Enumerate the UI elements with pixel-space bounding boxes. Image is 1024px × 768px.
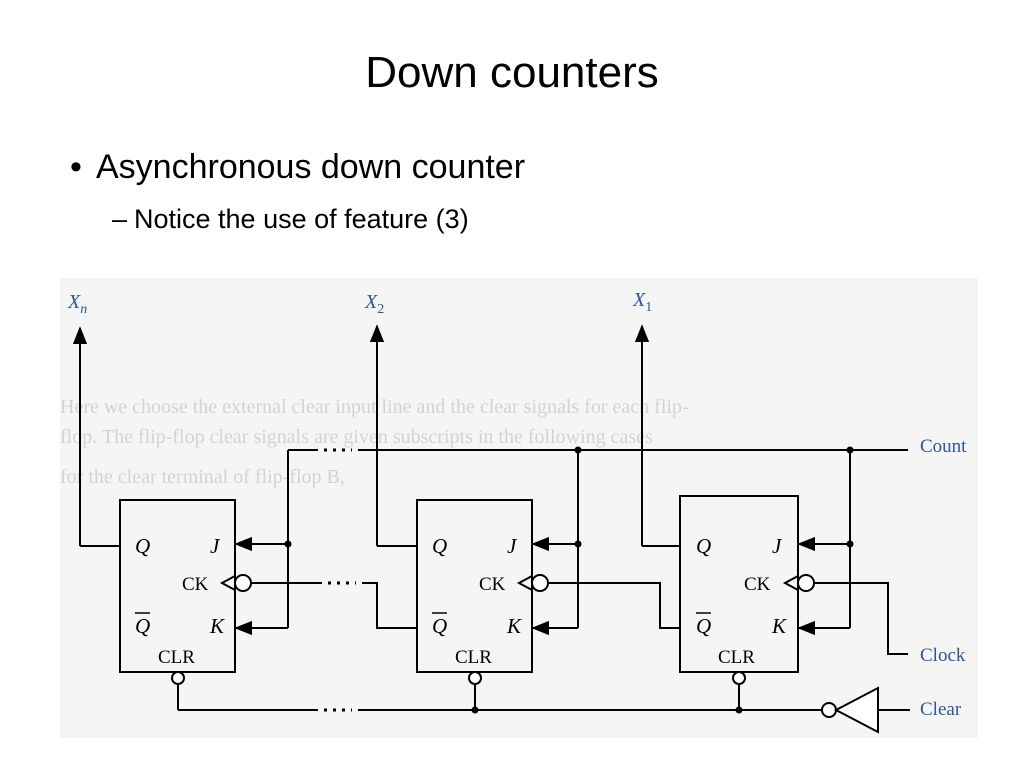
bullet-level2-text: Notice the use of feature (3) [134,204,469,234]
ff-x2-j: J [507,534,518,558]
ff-x2-ck: CK [479,574,506,595]
slide-title: Down counters [365,48,659,97]
counter-circuit-figure: Here we choose the external clear input … [60,278,978,738]
ff-xn-ck: CK [182,574,209,595]
dash-marker: – [112,204,128,234]
ff-x2-qbar: Q [432,614,447,638]
ff-xn-clock-edge [219,575,236,591]
output-label-xn: Xn [67,291,87,317]
ff-xn-qbar: Q [135,614,150,638]
bullet-level1: • Asynchronous down counter [70,148,525,187]
ghost-line-1: Here we choose the external clear input … [60,396,689,418]
ff-x1-clock-edge [782,575,799,591]
ff-x2-ck-input [362,582,417,629]
ff-xn-k: K [209,614,225,638]
ff-x2-junction [574,540,582,548]
ghost-line-3: for the clear terminal of flip-flop B, [60,466,345,488]
flipflop-x1 [679,495,799,673]
ff-x1-k: K [771,614,787,638]
circuit-diagram: Here we choose the external clear input … [60,289,967,734]
ff-xn-ck-bubble [234,574,252,592]
ff-x2-ck-bubble [531,574,549,592]
ff-x1-junction [846,540,854,548]
ff-x2-q: Q [432,534,447,558]
ff-x1-ck: CK [744,574,771,595]
output-label-x1: X1 [632,289,652,315]
ff-x1-qbar: Q [696,614,711,638]
output-label-x2: X2 [364,291,384,317]
ff-x1-q: Q [696,534,711,558]
ff-x2-clr-bubble [468,671,482,685]
clear-label: Clear [920,699,962,720]
ff-x1-ck-bubble [797,574,815,592]
ff-xn-clr: CLR [158,647,195,668]
ff-x1-count-junction [846,446,854,454]
bleed-through-text: Here we choose the external clear input … [60,396,689,488]
ff-x2-clr: CLR [455,647,492,668]
count-label: Count [920,436,967,457]
bullet-level1-text: Asynchronous down counter [96,148,526,186]
clock-label: Clock [920,645,966,666]
ff-x2-count-junction [574,446,582,454]
ff-x1-clr-bubble [732,671,746,685]
inverter-symbol [833,686,879,734]
ff-x1-clr: CLR [718,647,755,668]
clear-junction-x1 [735,706,743,714]
ff-xn-q: Q [135,534,150,558]
bullet-marker: • [70,148,82,186]
bullet-level2: –Notice the use of feature (3) [112,204,469,235]
clock-wire [814,582,908,655]
clear-junction-x2 [471,706,479,714]
ff-xn-junction [284,540,292,548]
ghost-line-2: flop. The flip-flop clear signals are gi… [60,426,653,448]
ff-x1-j: J [772,534,783,558]
ff-x2-qbar-to-ff1 [548,582,680,629]
ff-xn-clr-bubble [171,671,185,685]
ff-x2-k: K [506,614,522,638]
ff-x2-clock-edge [516,575,533,591]
ff-xn-j: J [210,534,221,558]
